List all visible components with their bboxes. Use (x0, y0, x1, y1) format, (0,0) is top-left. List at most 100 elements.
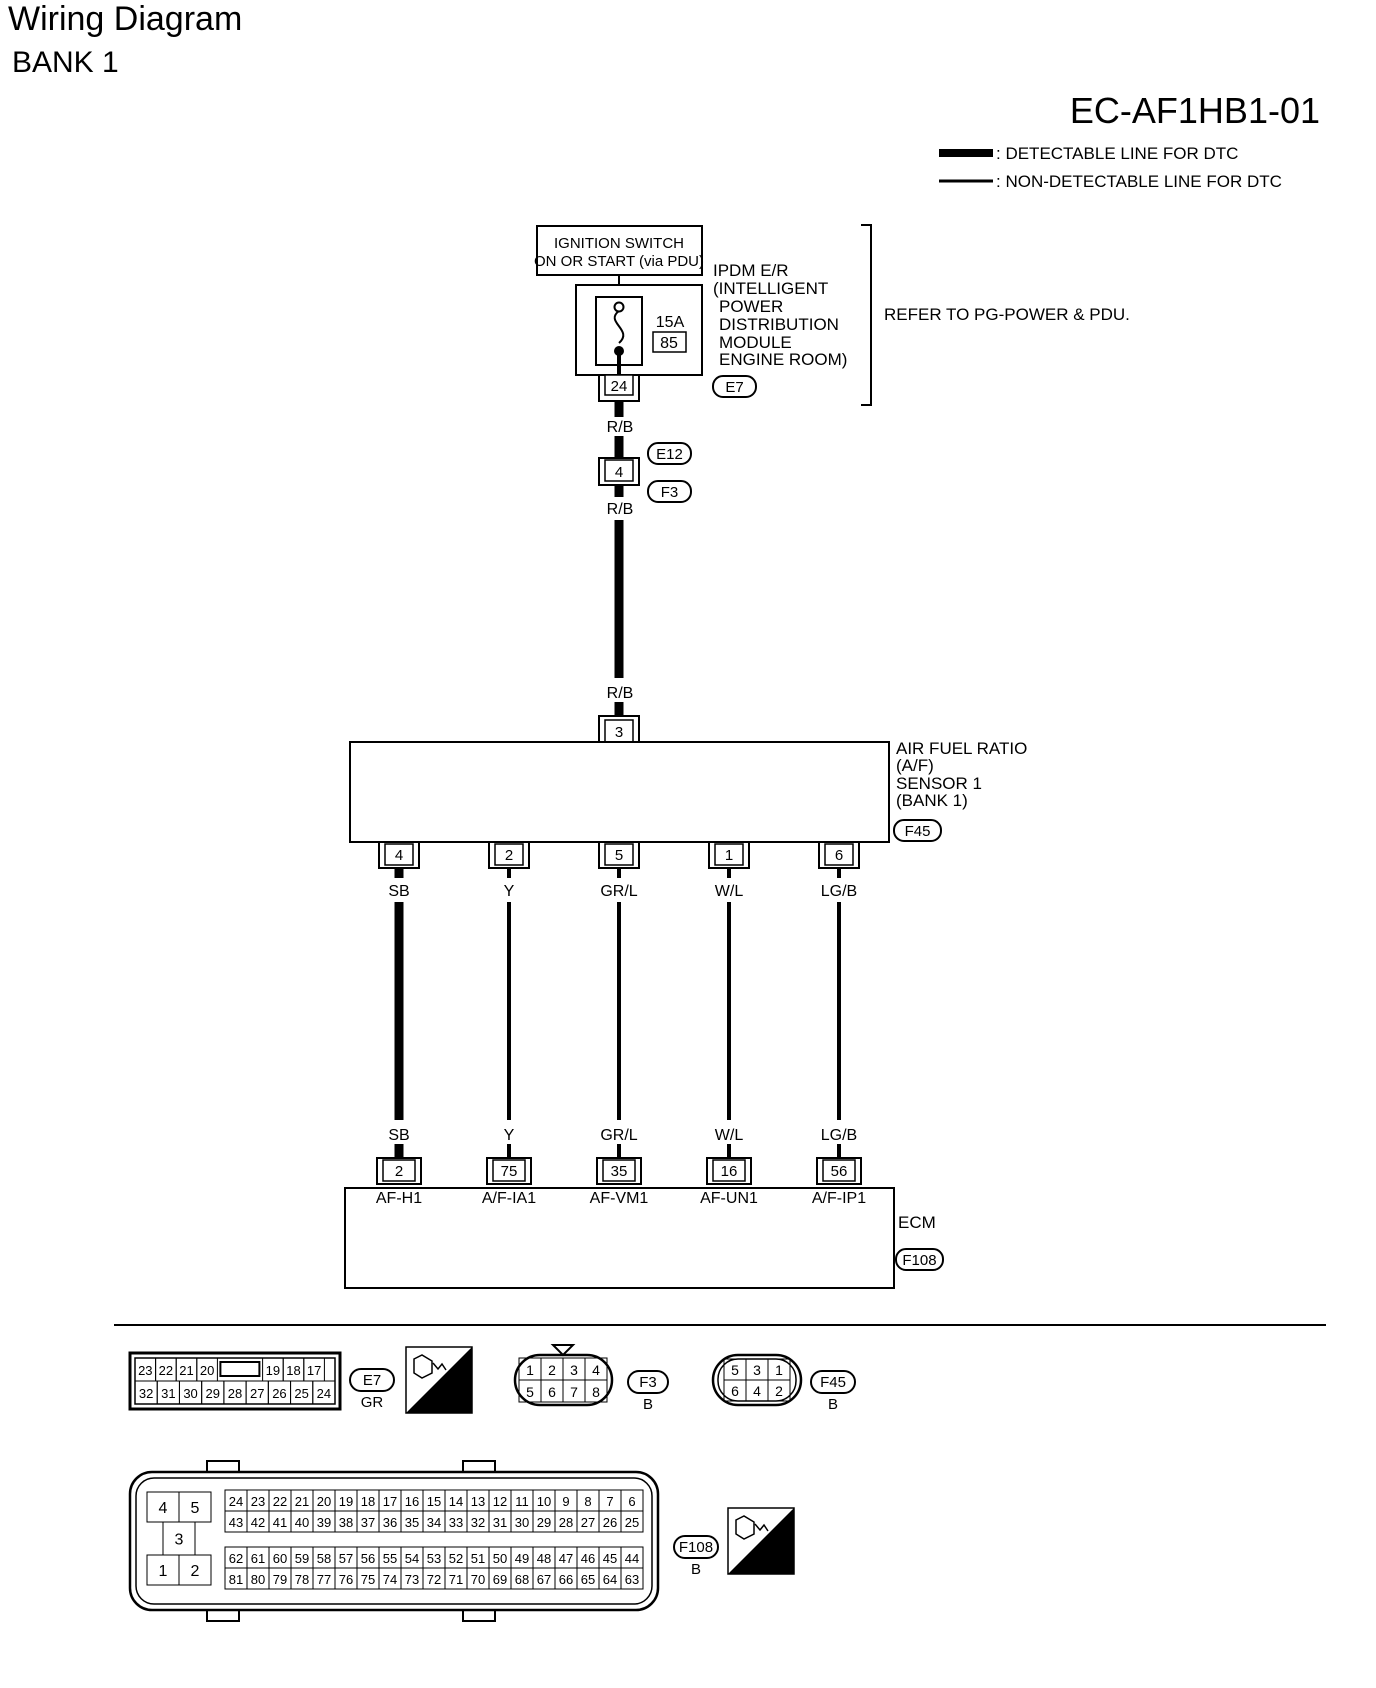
sensor-terminal-2-inner (494, 843, 524, 866)
ipdm-label-2: POWER (719, 297, 783, 316)
f108-pin: 62 (229, 1551, 243, 1566)
e7-pin: 17 (307, 1363, 321, 1378)
f108-pin: 49 (515, 1551, 529, 1566)
wire-color-bottom: SB (388, 1127, 409, 1144)
ecm-terminal-35-number: 35 (611, 1163, 628, 1180)
connector-icon (735, 1515, 755, 1540)
f108-pin: 8 (584, 1494, 591, 1509)
f108-pin: 66 (559, 1572, 573, 1587)
f45-pin: 3 (753, 1362, 761, 1378)
e7-badge-id: E7 (363, 1372, 381, 1389)
wire-color-bottom: Y (504, 1127, 515, 1144)
f108-pin: 32 (471, 1515, 485, 1530)
f108-pin: 27 (581, 1515, 595, 1530)
f108-pin: 56 (361, 1551, 375, 1566)
f108-pin: 81 (229, 1572, 243, 1587)
wire-color-top: W/L (715, 883, 744, 900)
f108-pin: 12 (493, 1494, 507, 1509)
f45-badge-id: F45 (820, 1374, 846, 1391)
f108-pin: 72 (427, 1572, 441, 1587)
e7-pin: 25 (294, 1386, 308, 1401)
ecm-pin-label: AF-H1 (376, 1190, 422, 1207)
sensor-terminal-1: 1 (708, 841, 750, 869)
ecm-terminal-75-number: 75 (501, 1163, 518, 1180)
f3-pin: 2 (548, 1362, 556, 1378)
ecm-pin-label: A/F-IA1 (482, 1190, 536, 1207)
f108-pin: 21 (295, 1494, 309, 1509)
ecm-terminal-16: 16 (706, 1157, 752, 1185)
f3-badge: F3B (627, 1370, 669, 1413)
f3-badge-shape (627, 1370, 669, 1394)
sensor-connector-badge-shape (893, 819, 942, 842)
f108-power-pin: 1 (159, 1563, 168, 1580)
ipdm-terminal-inner (604, 374, 634, 396)
f45-pin: 6 (731, 1383, 739, 1399)
f3-pin: 4 (592, 1362, 600, 1378)
ipdm-connector-badge-shape (712, 375, 757, 398)
page-subtitle: BANK 1 (12, 46, 119, 79)
sensor-terminal-1-inner (714, 843, 744, 866)
sensor-terminal-5-number: 5 (615, 847, 623, 864)
ecm-terminal-16-number: 16 (721, 1163, 738, 1180)
f108-pin: 13 (471, 1494, 485, 1509)
f108-pin: 36 (383, 1515, 397, 1530)
f108-cell (620, 1567, 644, 1590)
sensor-power-terminal: 3 (598, 715, 640, 743)
hand-icon (754, 1523, 769, 1532)
f108-cell (620, 1510, 644, 1533)
ecm-terminal-2-number: 2 (395, 1163, 403, 1180)
f108-pin: 47 (559, 1551, 573, 1566)
f108-pin: 57 (339, 1551, 353, 1566)
f108-pin: 45 (603, 1551, 617, 1566)
e7-pin: 23 (138, 1363, 152, 1378)
f108-pin: 41 (273, 1515, 287, 1530)
f108-pin: 15 (427, 1494, 441, 1509)
fuse-top-terminal (613, 301, 625, 313)
f3-pin: 8 (592, 1384, 600, 1400)
legend-detectable-text: : DETECTABLE LINE FOR DTC (996, 144, 1238, 163)
f108-inner (135, 1477, 653, 1605)
ignition-switch-line1: IGNITION SWITCH (554, 235, 684, 252)
f45-pin: 5 (731, 1362, 739, 1378)
e7-latch (219, 1361, 261, 1377)
ecm-terminal-75-inner (492, 1159, 526, 1182)
ecm-terminal-56-inner (822, 1159, 856, 1182)
ecm-terminal-16-inner (712, 1159, 746, 1182)
sensor-label-2: SENSOR 1 (896, 774, 982, 793)
e7-pin: 30 (183, 1386, 197, 1401)
f108-pin: 74 (383, 1572, 397, 1587)
ipdm-label-1: (INTELLIGENT (713, 279, 828, 298)
f108-pin: 17 (383, 1494, 397, 1509)
ecm-label: ECM (898, 1213, 936, 1232)
fuse-number: 85 (660, 335, 678, 352)
f108-pin: 30 (515, 1515, 529, 1530)
f108-pin: 54 (405, 1551, 419, 1566)
sensor-terminal-4-number: 4 (395, 847, 403, 864)
f3-pin: 5 (526, 1384, 534, 1400)
f108-pin: 10 (537, 1494, 551, 1509)
f108-pin: 65 (581, 1572, 595, 1587)
f108-pin: 76 (339, 1572, 353, 1587)
f108-pin: 6 (628, 1494, 635, 1509)
e7-pin: 21 (179, 1363, 193, 1378)
ecm: ECM F108 (344, 1187, 944, 1289)
ecm-terminal-35-inner (602, 1159, 636, 1182)
e7-pin: 24 (317, 1386, 331, 1401)
f108-pin: 68 (515, 1572, 529, 1587)
f108-pin: 69 (493, 1572, 507, 1587)
joint-terminal-inner (604, 459, 634, 482)
ipdm-label-3: DISTRIBUTION (719, 315, 839, 334)
e7-pin: 18 (286, 1363, 300, 1378)
wire-color-bottom: GR/L (600, 1127, 637, 1144)
f108-pin: 23 (251, 1494, 265, 1509)
sensor-power-terminal-number: 3 (615, 724, 623, 741)
e7-pin: 29 (206, 1386, 220, 1401)
